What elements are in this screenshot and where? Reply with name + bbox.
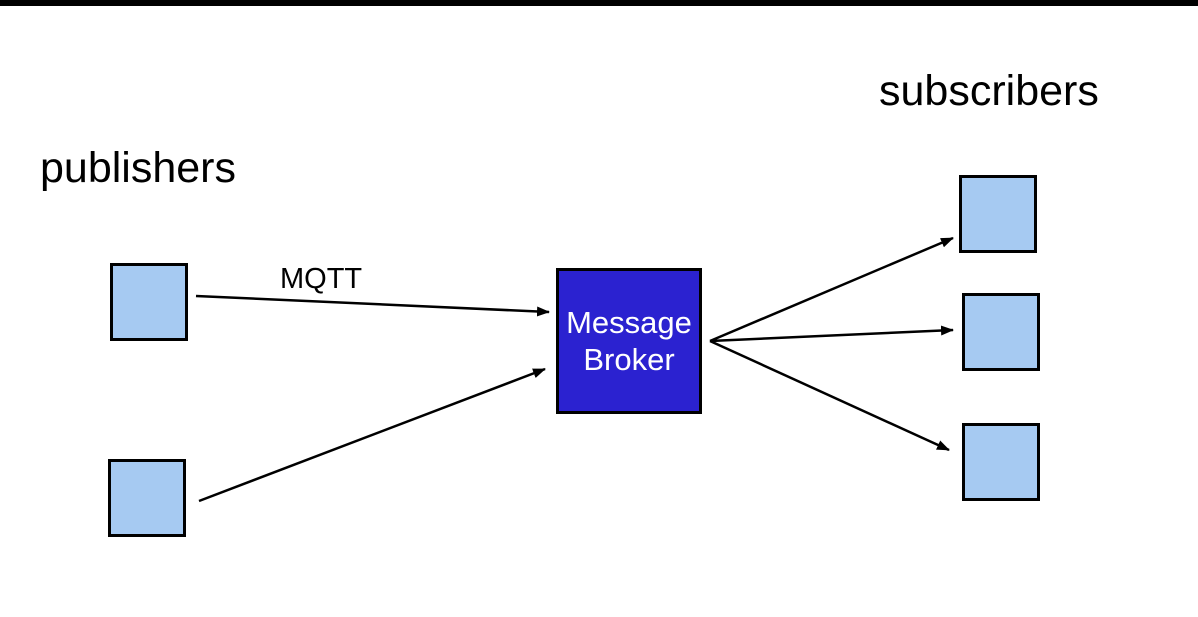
arrow-broker-to-subscriber2 <box>709 325 954 343</box>
arrow-publisher2-to-broker <box>198 367 546 503</box>
subscriber-node-3 <box>962 423 1040 501</box>
subscribers-group-label: subscribers <box>879 67 1099 115</box>
publishers-group-label: publishers <box>40 144 236 192</box>
arrow-publisher1-to-broker <box>195 294 550 317</box>
publisher-node-2 <box>108 459 186 537</box>
subscriber-node-2 <box>962 293 1040 371</box>
publisher-node-1 <box>110 263 188 341</box>
mqtt-protocol-label: MQTT <box>280 263 363 295</box>
arrow-broker-to-subscriber1 <box>709 236 954 343</box>
arrow-broker-to-subscriber3 <box>709 339 950 452</box>
message-broker-box: Message Broker <box>556 268 702 414</box>
subscriber-node-1 <box>959 175 1037 253</box>
top-border-bar <box>0 0 1198 6</box>
